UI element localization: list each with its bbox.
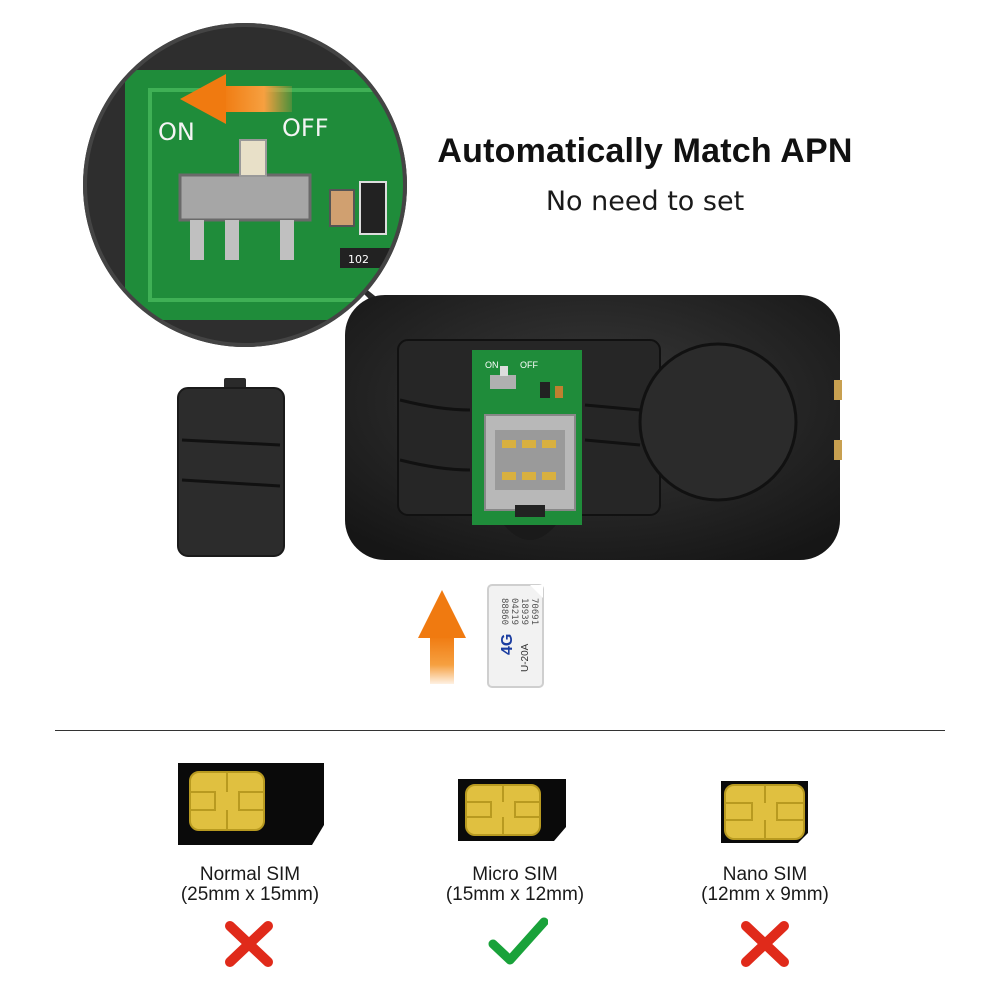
device-illustration: ON OFF [83,23,842,688]
arrow-up-icon [418,590,466,684]
sim-model-label: U-20A [520,643,531,672]
check-icon [488,917,548,965]
switch-knob [239,139,267,177]
micro-sim-label: Micro SIM (15mm x 12mm) [405,865,625,905]
board-off-label: OFF [520,360,538,370]
sim-serial-line: 70691 [529,598,539,625]
nano-sim-size: (12mm x 9mm) [701,884,829,905]
nano-sim-icon [721,781,808,843]
normal-sim-name: Normal SIM [199,864,301,885]
board-on-label: ON [485,360,499,370]
micro-sim-icon [458,779,566,841]
zoom-on-label: ON [158,118,195,146]
zoom-detail [83,23,407,347]
cross-icon [741,921,789,967]
tracker-device [345,295,842,560]
sim-cover [177,378,285,557]
sim-card [487,584,544,688]
zoom-off-label: OFF [282,114,329,142]
micro-sim-size: (15mm x 12mm) [445,884,585,905]
resistor [340,248,390,268]
sim-serial-line: 04219 [509,598,519,625]
sim-size-icons [178,763,808,845]
normal-sim-label: Normal SIM (25mm x 15mm) [140,865,360,905]
sim-network-label: 4G [499,634,516,655]
sim-serial: 88860042191893970691 [499,598,539,625]
pcb-board [472,350,582,525]
micro-sim-name: Micro SIM [472,864,558,885]
nano-sim-name: Nano SIM [722,864,808,885]
resistor-code: 102 [348,253,369,266]
sim-serial-line: 18939 [519,598,529,625]
power-switch [178,173,312,222]
page-subtitle: No need to set [545,186,745,217]
divider [55,730,945,731]
normal-sim-size: (25mm x 15mm) [180,884,320,905]
page-title: Automatically Match APN [437,132,853,170]
cross-icon [225,921,273,967]
arrow-left-icon [180,74,292,124]
sim-serial-line: 88860 [499,598,509,625]
round-pad [638,342,798,502]
normal-sim-icon [178,763,324,845]
nano-sim-label: Nano SIM (12mm x 9mm) [655,865,875,905]
